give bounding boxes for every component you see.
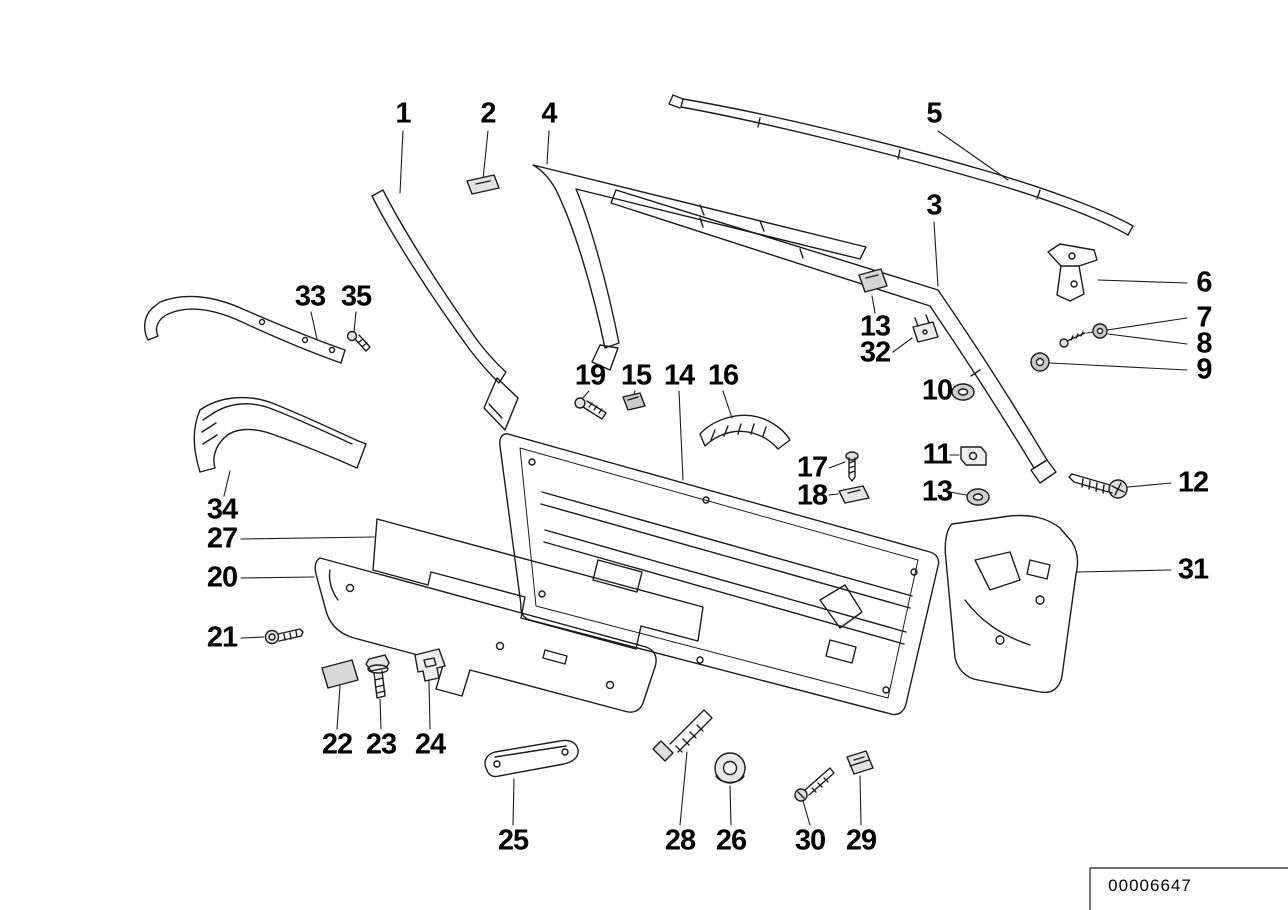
part-31-right-inner-panel [944, 514, 1079, 694]
part-32-spring-clip [912, 314, 939, 343]
callout-13-upper: 13 [859, 310, 891, 343]
callout-15: 15 [620, 359, 652, 392]
callout-34: 34 [206, 493, 238, 526]
callout-13-lower: 13 [921, 475, 953, 508]
callout-23: 23 [365, 728, 397, 761]
part-23-hex-bolt [365, 654, 390, 699]
part-28-ribbed-bolt [652, 709, 713, 762]
part-15-clip [622, 392, 646, 411]
callout-31: 31 [1177, 553, 1209, 586]
callout-12: 12 [1177, 466, 1209, 499]
callout-8: 8 [1196, 327, 1212, 360]
callout-21: 21 [206, 621, 238, 654]
part-12-long-bolt [1068, 473, 1128, 499]
part-30-screw [794, 767, 835, 802]
part-5-roof-edge-strip [668, 94, 1134, 236]
callout-35: 35 [340, 280, 372, 313]
part-16-handle-trim [699, 414, 791, 450]
part-18-clip [838, 485, 870, 504]
leader-lines [223, 130, 1188, 826]
callout-26: 26 [715, 824, 747, 857]
part-22-pad [321, 659, 359, 689]
callout-30: 30 [794, 824, 826, 857]
callout-25: 25 [497, 824, 529, 857]
part-2-clip [466, 174, 500, 195]
part-7-stud-screw [1059, 331, 1086, 348]
part-19-screw [574, 397, 607, 420]
part-27-gasket-sheet [372, 518, 704, 650]
part-13-lower-grommet [966, 488, 990, 506]
drawing-number: 00006647 [1108, 876, 1192, 895]
part-35-screw [346, 330, 371, 352]
callout-28: 28 [664, 824, 696, 857]
part-25-strap [484, 739, 579, 778]
callout-24: 24 [414, 728, 446, 761]
callout-9: 9 [1196, 353, 1212, 386]
callout-20: 20 [206, 561, 238, 594]
callout-29: 29 [845, 824, 877, 857]
callout-11: 11 [922, 438, 953, 471]
part-26-socket-bolt [714, 752, 746, 784]
callout-10: 10 [921, 374, 953, 407]
callout-18: 18 [796, 479, 828, 512]
callout-7: 7 [1196, 301, 1212, 334]
callout-1: 1 [395, 97, 411, 130]
part-34-curved-duct [193, 396, 367, 473]
corner-rule [1089, 867, 1288, 910]
callout-3: 3 [926, 189, 942, 222]
callout-14: 14 [663, 359, 695, 392]
part-14-main-trim-panel [499, 433, 940, 716]
callout-19: 19 [574, 359, 606, 392]
part-9-grommet-washer [1030, 352, 1050, 372]
callout-4: 4 [541, 97, 557, 130]
part-33-curved-trim-strip [143, 295, 346, 364]
part-6-bracket [1047, 243, 1098, 302]
part-11-clip [960, 446, 987, 466]
part-20-lower-trim-panel [314, 557, 657, 713]
part-8-washer [1092, 323, 1108, 339]
part-10-grommet [951, 383, 975, 401]
callout-32: 32 [859, 336, 891, 369]
callout-6: 6 [1196, 266, 1212, 299]
callout-2: 2 [480, 97, 496, 130]
part-13-upper-clip [858, 268, 888, 293]
callout-16: 16 [707, 359, 739, 392]
part-3-window-frame [610, 189, 1057, 484]
part-4-upper-frame-trim [532, 164, 867, 371]
part-1-left-frame-trim [371, 189, 519, 431]
callout-17: 17 [796, 451, 828, 484]
part-24-clip-nut [414, 648, 446, 682]
callout-5: 5 [926, 97, 942, 130]
callout-22: 22 [321, 728, 353, 761]
callout-33: 33 [294, 280, 326, 313]
callout-27: 27 [206, 522, 238, 555]
part-17-screw [845, 451, 859, 482]
part-29-clip [846, 750, 874, 775]
part-21-screw [264, 628, 304, 645]
